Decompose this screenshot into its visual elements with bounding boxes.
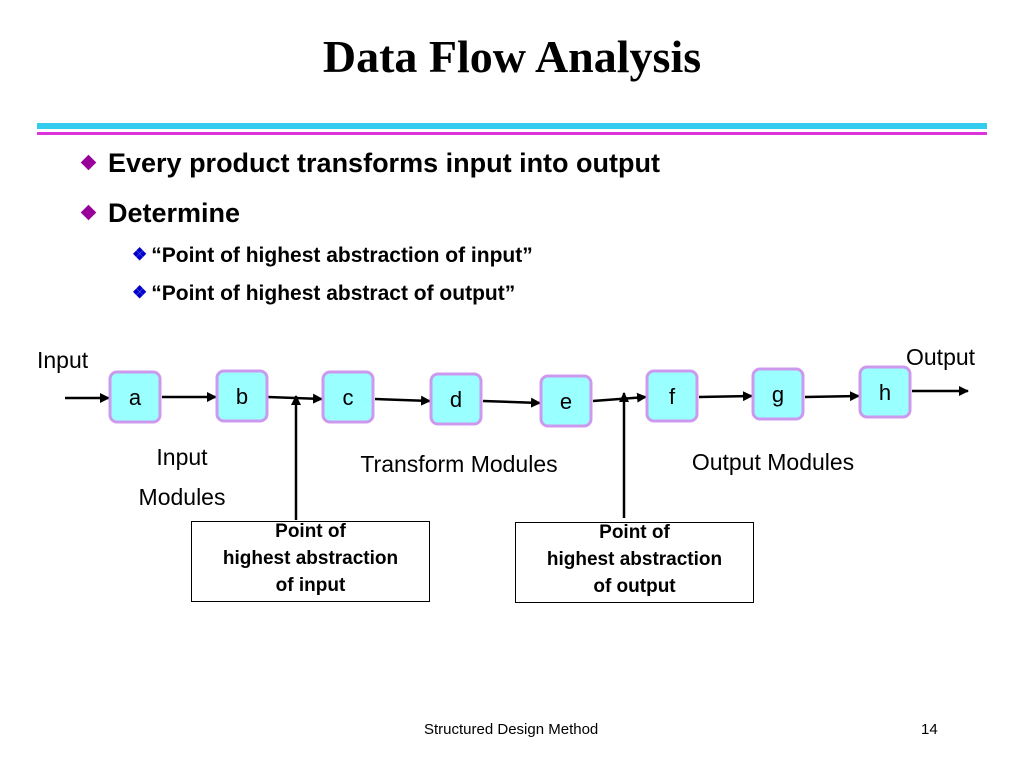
input-modules-label-line2: Modules [139,484,226,510]
sub-bullet-text: “Point of highest abstract of output” [151,282,516,305]
flow-arrow [698,391,753,402]
input-abstraction-note: Point of highest abstraction of input [191,521,430,602]
footer-title: Structured Design Method [424,721,599,738]
four-diamond-bullet-icon: ❖ [132,245,148,264]
note-line: highest abstraction [546,549,723,570]
module-label: d [450,387,462,412]
input-label: Input [37,347,89,373]
note-line: Point of [599,522,670,543]
note-line: of output [593,576,676,597]
note-line: Point of [275,521,346,542]
module-c: c [321,370,375,424]
sub-bullet-item: ❖“Point of highest abstraction of input” [132,244,533,268]
flow-arrow [482,397,541,408]
module-e: e [539,374,593,428]
flow-arrow [592,392,647,403]
module-g: g [751,367,805,421]
sub-bullet-text: “Point of highest abstraction of input” [151,244,533,267]
title-rule-bottom [37,132,987,135]
page-number: 14 [921,721,938,738]
bullet-text: Every product transforms input into outp… [108,148,660,178]
module-label: a [129,385,142,410]
sub-bullet-item: ❖“Point of highest abstract of output” [132,282,515,306]
note-line: of input [275,575,346,596]
note-line: highest abstraction [222,548,399,569]
module-h: h [858,365,912,419]
module-label: f [669,384,676,409]
slide-title: Data Flow Analysis [322,31,702,82]
input-modules-label-line1: Input [156,444,208,470]
output-label: Output [906,344,976,370]
module-b: b [215,369,269,423]
bullet-text: Determine [108,198,241,228]
module-label: b [236,384,248,409]
module-label: g [772,382,784,407]
module-f: f [645,369,699,423]
module-label: c [343,385,354,410]
title-rule-top [37,123,987,129]
four-diamond-bullet-icon: ❖ [132,283,148,302]
output-modules-label: Output Modules [692,449,854,475]
module-label: e [560,389,572,414]
bullet-item: Determine [80,198,241,229]
output-abstraction-note: Point of highest abstraction of output [515,522,754,603]
bullet-item: Every product transforms input into outp… [80,148,660,179]
transform-modules-label: Transform Modules [360,451,557,477]
flow-arrow [374,395,431,406]
module-label: h [879,380,891,405]
flow-arrow [804,391,860,402]
module-d: d [429,372,483,426]
module-a: a [108,370,162,424]
